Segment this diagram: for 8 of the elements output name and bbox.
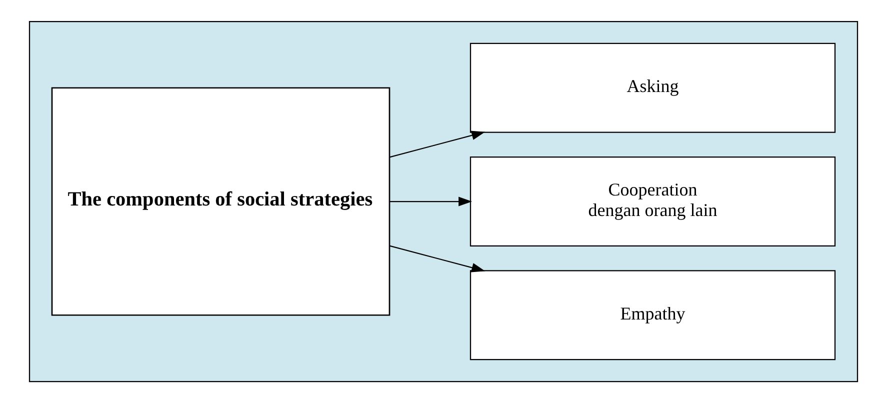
arrow	[390, 196, 472, 206]
node-box: Cooperation dengan orang lain	[470, 156, 836, 246]
node-box: Empathy	[470, 270, 836, 360]
node-box: Asking	[470, 42, 836, 133]
node-box: The components of social strategies	[51, 87, 390, 316]
arrow	[389, 245, 486, 272]
arrow	[389, 130, 486, 158]
cluster	[28, 20, 858, 382]
